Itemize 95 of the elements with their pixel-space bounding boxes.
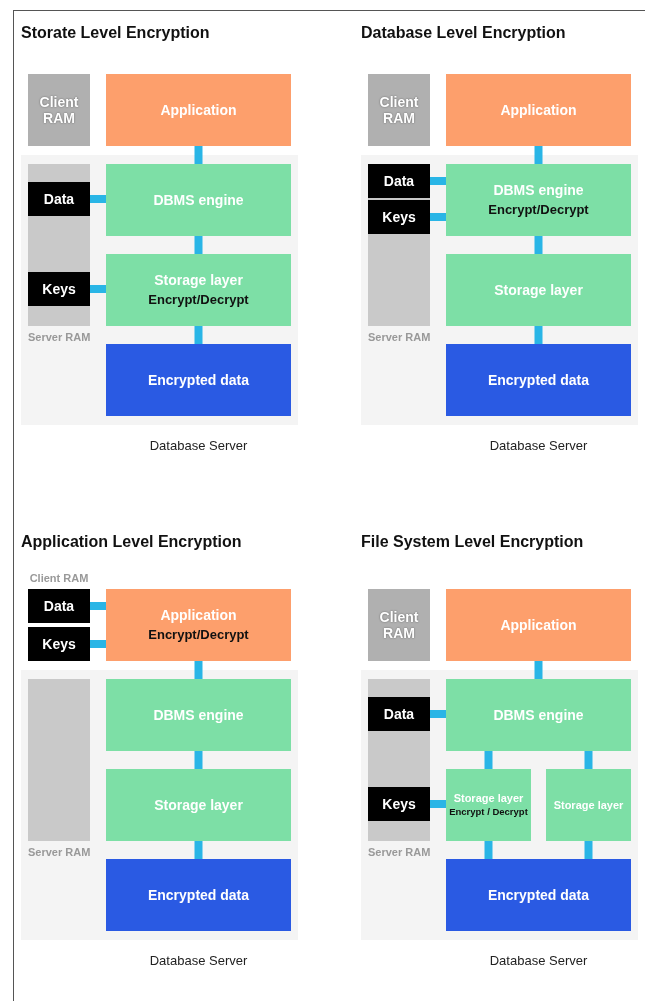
connector [194, 661, 203, 679]
storage-box [446, 344, 631, 416]
application-box [446, 589, 631, 661]
data-block [28, 589, 90, 623]
process-box [106, 769, 291, 841]
memory-box [368, 74, 430, 146]
connector [90, 640, 106, 648]
box-label: DBMS engine [152, 191, 245, 209]
box-label: Encrypted data [486, 886, 591, 904]
box-label: Keys [41, 635, 77, 653]
box-label: DBMS engine [492, 706, 585, 724]
box-label: DBMS engine [492, 182, 585, 199]
server-label: Database Server [488, 438, 589, 453]
storage-box [106, 859, 291, 931]
box-label: Keys [381, 208, 417, 226]
connector [534, 326, 543, 344]
box-label: Encrypted data [146, 886, 251, 904]
box-sublabel: Encrypt/Decrypt [487, 203, 590, 218]
box-label: Encrypted data [486, 371, 591, 389]
connector [194, 326, 203, 344]
box-label: Client RAM [378, 93, 420, 127]
box-sublabel: Encrypt/Decrypt [147, 293, 250, 308]
process-box [446, 254, 631, 326]
application-box [106, 74, 291, 146]
memory-box [28, 74, 90, 146]
data-block [368, 787, 430, 821]
server-label: Database Server [148, 953, 249, 968]
connector [90, 602, 106, 610]
application-box [106, 589, 291, 661]
box-label: Encrypted data [146, 371, 251, 389]
box-label: Keys [41, 280, 77, 298]
connector [194, 236, 203, 254]
box-sublabel: Encrypt/Decrypt [147, 628, 250, 643]
connector [534, 146, 543, 164]
box-sublabel: Encrypt / Decrypt [448, 807, 529, 819]
connector [430, 213, 446, 221]
memory-label: Client RAM [28, 572, 90, 584]
connector [534, 661, 543, 679]
panel-title: Storate Level Encryption [21, 24, 210, 42]
process-box [546, 769, 631, 841]
box-label: Client RAM [38, 93, 80, 127]
process-box [446, 679, 631, 751]
memory-label: Server RAM [368, 331, 430, 343]
process-box [106, 679, 291, 751]
connector [584, 841, 593, 859]
data-block [28, 272, 90, 306]
box-label: Application [159, 101, 238, 119]
box-label: Keys [381, 795, 417, 813]
data-block [368, 697, 430, 731]
application-box [446, 74, 631, 146]
box-label: Application [159, 607, 238, 624]
server-label: Database Server [148, 438, 249, 453]
box-label: Storage layer [493, 281, 584, 299]
process-box [106, 254, 291, 326]
box-label: Storage layer [452, 791, 525, 805]
box-label: Storage layer [153, 272, 244, 289]
memory-label: Server RAM [368, 846, 430, 858]
connector [584, 751, 593, 769]
connector [194, 751, 203, 769]
connector [430, 177, 446, 185]
data-block [28, 182, 90, 216]
data-block [368, 164, 430, 198]
box-label: Data [382, 172, 416, 190]
box-label: DBMS engine [152, 706, 245, 724]
memory-label: Server RAM [28, 846, 90, 858]
connector [90, 285, 106, 293]
data-block [368, 200, 430, 234]
box-label: Storage layer [153, 796, 244, 814]
connector [534, 236, 543, 254]
connector [194, 841, 203, 859]
box-label: Application [499, 616, 578, 634]
panel-title: File System Level Encryption [361, 533, 584, 551]
data-block [28, 627, 90, 661]
connector [90, 195, 106, 203]
server-label: Database Server [488, 953, 589, 968]
memory-box [368, 589, 430, 661]
panel-title: Application Level Encryption [21, 533, 242, 551]
process-box [446, 769, 531, 841]
connector [430, 800, 446, 808]
box-label: Application [499, 101, 578, 119]
box-label: Data [382, 705, 416, 723]
connector [484, 841, 493, 859]
panel-title: Database Level Encryption [361, 24, 566, 42]
memory-label: Server RAM [28, 331, 90, 343]
box-label: Data [42, 190, 76, 208]
storage-box [106, 344, 291, 416]
process-box [106, 164, 291, 236]
box-label: Client RAM [378, 608, 420, 642]
box-label: Data [42, 597, 76, 615]
process-box [446, 164, 631, 236]
connector [194, 146, 203, 164]
box-label: Storage layer [552, 798, 625, 812]
connector [484, 751, 493, 769]
connector [430, 710, 446, 718]
storage-box [446, 859, 631, 931]
